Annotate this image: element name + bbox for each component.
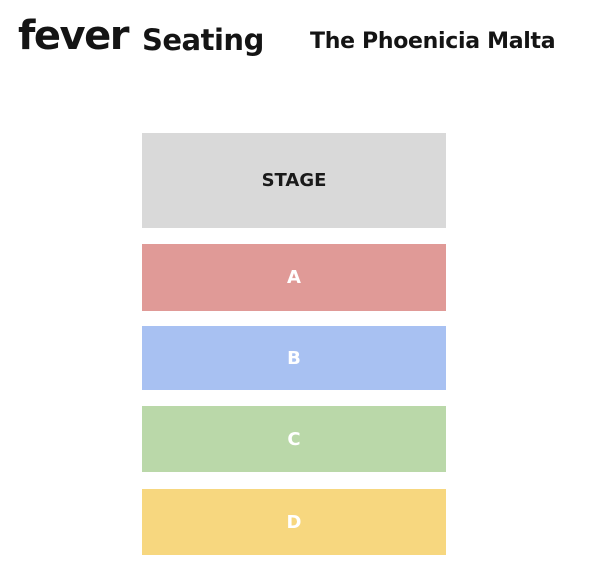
fever-logo[interactable]: fever [18, 13, 129, 59]
section-b[interactable]: B [142, 326, 446, 390]
stage-label: STAGE [261, 170, 327, 191]
section-label: A [287, 267, 301, 288]
section-c[interactable]: C [142, 406, 446, 472]
section-label: B [287, 347, 301, 369]
section-label: D [286, 511, 302, 533]
venue-name: The Phoenicia Malta [310, 29, 556, 54]
section-d[interactable]: D [142, 489, 446, 555]
page-title: Seating [142, 23, 264, 57]
section-label: C [287, 428, 301, 450]
section-a[interactable]: A [142, 244, 446, 311]
header: fever Seating The Phoenicia Malta [0, 0, 590, 80]
stage-block: STAGE [142, 133, 446, 228]
